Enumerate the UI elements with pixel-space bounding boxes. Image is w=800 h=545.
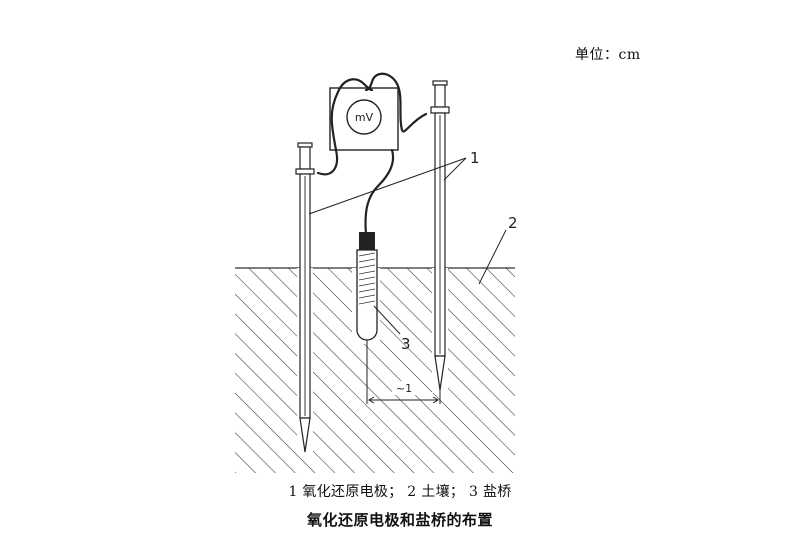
spacing-dimension [366,340,441,404]
legend-item-soil: 2 土壤； [407,484,465,500]
legend-item-electrode: 1 氧化还原电极； [288,484,403,500]
spacing-dimension-label: ~1 [396,382,412,395]
figure-legend: 1 氧化还原电极； 2 土壤； 3 盐桥 [0,481,800,501]
callout-soil: 2 [508,214,518,232]
millivolt-meter: mV [329,87,399,151]
legend-item-salt-bridge: 3 盐桥 [468,484,512,500]
leader-lines [308,157,507,335]
figure-caption: 氧化还原电极和盐桥的布置 [306,511,493,529]
left-electrode [295,142,315,453]
right-electrode [430,80,450,391]
salt-bridge [356,232,378,341]
unit-label: 单位：cm [575,47,641,63]
meter-label: mV [355,111,374,124]
wires [316,72,428,236]
callout-salt-bridge: 3 [401,335,411,353]
callout-electrode: 1 [470,149,480,167]
